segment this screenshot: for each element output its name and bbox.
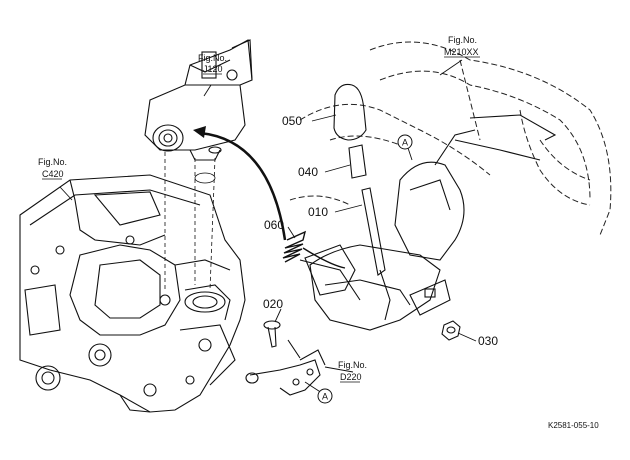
ref-marker-a-bottom — [317, 388, 333, 404]
label-020: 020 — [263, 297, 283, 311]
connection-arrow — [199, 131, 287, 241]
fig-d220-code: D220 — [340, 372, 362, 382]
assembly-lines — [164, 152, 216, 291]
ref-marker-a-bottom-text: A — [322, 392, 328, 402]
valve-block — [144, 39, 253, 161]
ref-marker-a-top-text: A — [402, 138, 408, 148]
label-030: 030 — [478, 334, 498, 348]
label-050: 050 — [282, 114, 302, 128]
label-060: 060 — [264, 218, 284, 232]
fig-d220-title: Fig.No. — [338, 360, 367, 370]
gearbox-housing — [19, 174, 246, 413]
nut-030 — [441, 320, 461, 341]
fig-m210-title: Fig.No. — [448, 35, 477, 45]
bolt-020 — [263, 320, 281, 348]
shift-link-d220 — [245, 339, 326, 396]
fig-c420-title: Fig.No. — [38, 157, 67, 167]
fig-m210-code: M210XX — [444, 47, 479, 57]
tractor-body-outline — [289, 41, 612, 236]
leader-lines — [59, 59, 477, 396]
spring-060 — [282, 230, 346, 269]
ref-marker-a-top — [397, 134, 413, 150]
fig-j120-title: Fig.No. — [198, 53, 227, 63]
fig-j120-code: J120 — [203, 64, 223, 74]
label-010: 010 — [308, 205, 328, 219]
drawing-code: K2581-055-10 — [548, 421, 599, 430]
lever-assembly — [299, 83, 557, 331]
label-040: 040 — [298, 165, 318, 179]
fig-c420-code: C420 — [42, 169, 64, 179]
